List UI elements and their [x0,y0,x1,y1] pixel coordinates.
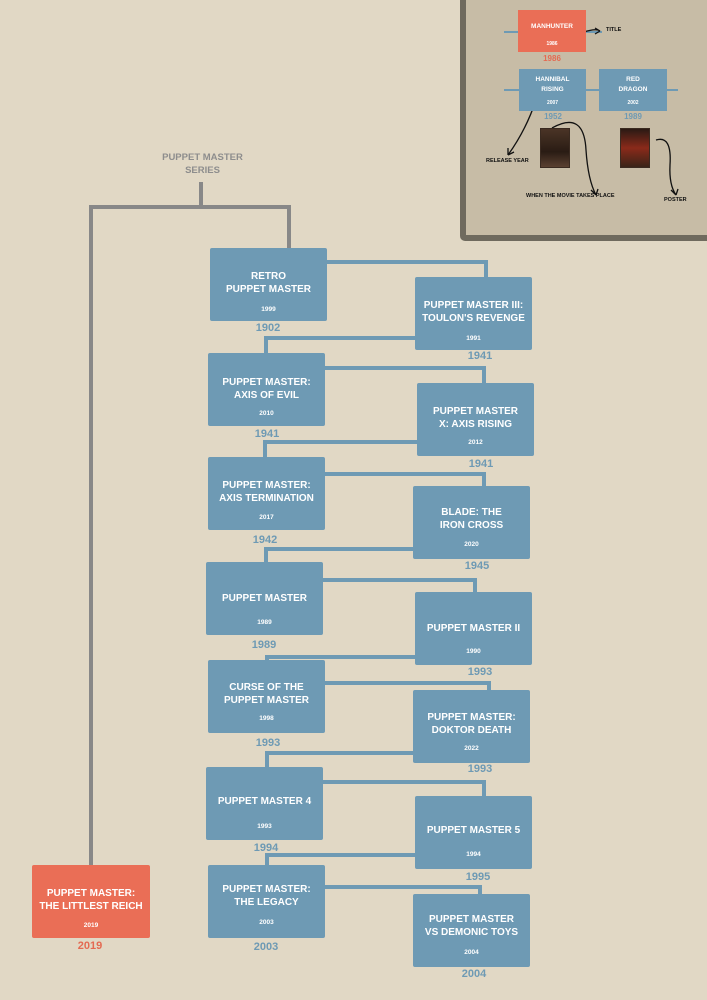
film-title: PUPPET MASTER: DOKTOR DEATH [427,712,516,736]
film-box-axis-of-evil[interactable]: PUPPET MASTER: AXIS OF EVIL 2010 [208,353,325,426]
film-title: RETRO PUPPET MASTER [225,271,311,295]
setting-year: 1993 [255,737,281,749]
film-title: PUPPET MASTER: AXIS TERMINATION [219,480,314,504]
film-box-retro-puppet-master[interactable]: RETRO PUPPET MASTER 1999 [210,248,327,321]
film-box-toulons-revenge[interactable]: PUPPET MASTER III: TOULON'S REVENGE 1991 [415,277,532,350]
legend-setting-year: 1989 [624,112,642,121]
film-title: PUPPET MASTER: THE LITTLEST REICH [39,888,143,912]
film-box-puppet-master-4[interactable]: PUPPET MASTER 4 1993 [206,767,323,840]
film-box-puppet-master-5[interactable]: PUPPET MASTER 5 1994 [415,796,532,869]
release-year: 1993 [257,823,272,830]
film-box-curse-of-the-puppet-master[interactable]: CURSE OF THE PUPPET MASTER 1998 [208,660,325,733]
film-box-axis-rising[interactable]: PUPPET MASTER X: AXIS RISING 2012 [417,383,534,456]
film-title: PUPPET MASTER VS DEMONIC TOYS [424,914,519,938]
legend-film-title: MANHUNTER [531,23,573,30]
legend-setting-year: 1952 [544,112,562,121]
release-year: 1999 [261,306,276,313]
legend-example-hannibal-rising: HANNIBAL RISING 2007 [519,69,586,111]
release-year: 1990 [466,648,481,655]
legend-setting-year: 1986 [543,54,561,63]
film-box-littlest-reich[interactable]: PUPPET MASTER: THE LITTLEST REICH 2019 [32,865,150,938]
film-box-axis-termination[interactable]: PUPPET MASTER: AXIS TERMINATION 2017 [208,457,325,530]
legend-film-title: RED DRAGON [618,76,648,93]
setting-year: 2019 [77,940,103,952]
legend-poster-hannibal-rising [540,128,570,168]
release-year: 2003 [259,919,274,926]
film-title: PUPPET MASTER: THE LEGACY [222,884,311,908]
release-year: 2020 [464,541,479,548]
legend-arrows [507,27,679,196]
release-year: 2012 [468,439,483,446]
film-title: PUPPET MASTER [221,593,307,604]
legend-release-year: 2002 [627,100,639,106]
legend-panel: MANHUNTER 1986 1986 TITLE HANNIBAL RISIN… [460,0,707,241]
film-box-puppet-master[interactable]: PUPPET MASTER 1989 [206,562,323,635]
setting-year: 1941 [254,428,280,440]
series-title: PUPPET MASTER SERIES [162,152,243,176]
legend-label-takes-place: WHEN THE MOVIE TAKES PLACE [526,193,615,199]
setting-year: 1902 [255,322,281,334]
setting-year: 1993 [467,763,493,775]
legend-label-poster: POSTER [664,197,687,203]
legend-connectors [504,27,679,196]
setting-year: 1993 [467,666,493,678]
legend-label-title: TITLE [606,27,622,33]
release-year: 1994 [466,851,481,858]
legend-poster-red-dragon [620,128,650,168]
film-title: CURSE OF THE PUPPET MASTER [223,682,309,706]
film-title: PUPPET MASTER 4 [217,796,312,807]
film-title: PUPPET MASTER: AXIS OF EVIL [222,377,311,401]
film-box-doktor-death[interactable]: PUPPET MASTER: DOKTOR DEATH 2022 [413,690,530,763]
release-year: 1989 [257,619,272,626]
film-title: PUPPET MASTER 5 [426,825,521,836]
setting-year: 1941 [467,350,493,362]
setting-year: 2003 [253,941,279,953]
setting-year: 1941 [468,458,494,470]
series-trunk [89,182,291,866]
legend-label-release-year: RELEASE YEAR [486,158,529,164]
film-title: PUPPET MASTER X: AXIS RISING [432,406,518,430]
legend-example-manhunter: MANHUNTER 1986 [518,10,586,52]
film-box-vs-demonic-toys[interactable]: PUPPET MASTER VS DEMONIC TOYS 2004 [413,894,530,967]
setting-year: 1942 [252,534,278,546]
release-year: 2004 [464,949,479,956]
film-box-the-legacy[interactable]: PUPPET MASTER: THE LEGACY 2003 [208,865,325,938]
setting-year: 1994 [253,842,279,854]
legend-release-year: 2007 [546,100,559,106]
setting-year: 1995 [465,871,491,883]
release-year: 1998 [259,715,274,722]
chronology-connectors [263,260,491,895]
legend-film-title: HANNIBAL RISING [535,76,570,93]
release-year: 2010 [259,410,274,417]
setting-year: 2004 [461,968,487,980]
film-box-puppet-master-ii[interactable]: PUPPET MASTER II 1990 [415,592,532,665]
release-year: 2019 [83,922,99,929]
release-year: 1991 [466,335,481,342]
setting-year: 1945 [464,560,490,572]
release-year: 2022 [464,745,479,752]
film-box-blade-the-iron-cross[interactable]: BLADE: THE IRON CROSS 2020 [413,486,530,559]
legend-example-red-dragon: RED DRAGON 2002 [599,69,667,111]
film-title: PUPPET MASTER III: TOULON'S REVENGE [422,300,525,324]
setting-year: 1989 [251,639,277,651]
legend-release-year: 1986 [546,41,558,47]
film-title: PUPPET MASTER II [426,623,521,634]
film-title: BLADE: THE IRON CROSS [439,507,504,531]
release-year: 2017 [259,514,274,521]
